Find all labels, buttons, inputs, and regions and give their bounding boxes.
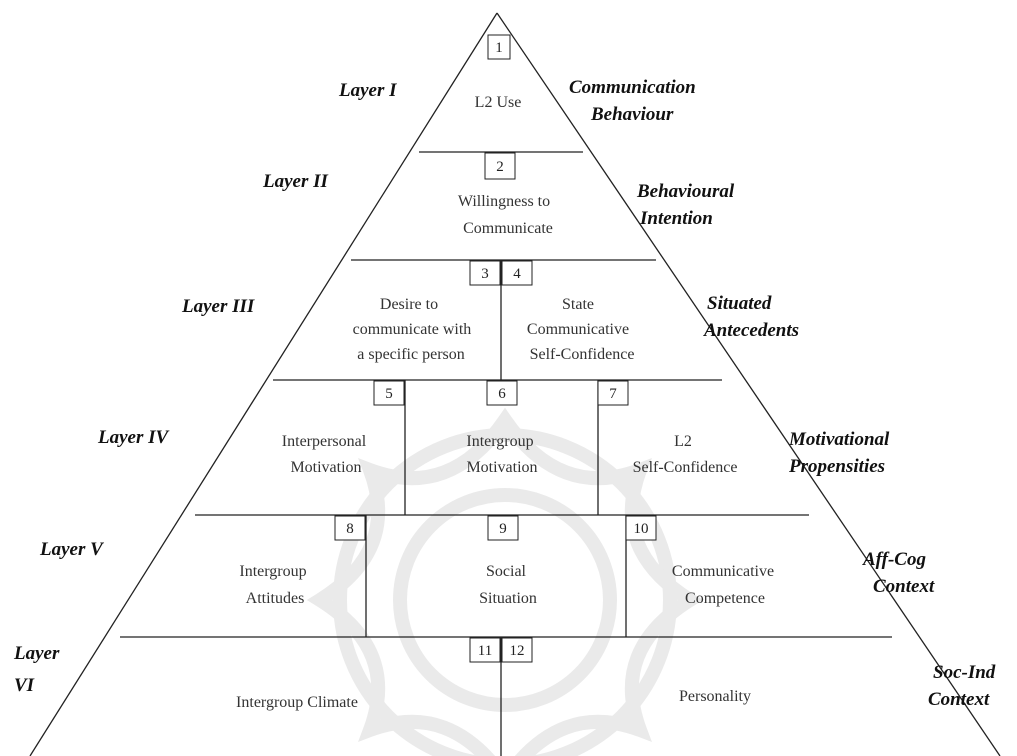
number-box-5: 5 — [373, 380, 405, 406]
category-label-2: Behavioural Intention — [636, 181, 739, 229]
number-3: 3 — [481, 266, 489, 282]
pyramid-right-edge — [496, 12, 1001, 756]
layer-label-3: Layer III — [181, 296, 255, 317]
category-label-1: Communication Behaviour — [569, 77, 700, 125]
number-12: 12 — [510, 643, 525, 659]
cell-intergroup-climate: Intergroup Climate — [236, 694, 358, 711]
number-box-9: 9 — [487, 515, 519, 541]
number-10: 10 — [634, 521, 649, 537]
number-box-7: 7 — [597, 380, 629, 406]
number-box-11: 11 — [469, 637, 501, 663]
cell-personality: Personality — [679, 688, 751, 705]
number-9: 9 — [499, 521, 507, 537]
number-7: 7 — [609, 386, 617, 402]
category-label-5: Aff-Cog Context — [862, 549, 935, 597]
cell-l2-self-confidence: L2 Self-Confidence — [633, 433, 738, 476]
category-label-3: Situated Antecedents — [703, 293, 799, 341]
number-box-3: 3 — [469, 260, 501, 286]
layer-label-6: Layer VI — [13, 643, 64, 696]
layer-label-1: Layer I — [338, 80, 397, 101]
cell-intergroup-motivation: Intergroup Motivation — [466, 433, 537, 476]
number-box-1: 1 — [487, 34, 511, 60]
cell-l2-use: L2 Use — [475, 94, 522, 111]
number-box-10: 10 — [625, 515, 657, 541]
cell-willingness-to-communicate: Willingness to Communicate — [458, 193, 554, 237]
number-box-12: 12 — [501, 637, 533, 663]
cell-state-communicative-self-confidence: State Communicative Self-Confidence — [527, 296, 635, 363]
watermark-ornament — [306, 407, 704, 756]
layer-label-4: Layer IV — [97, 427, 170, 448]
number-4: 4 — [513, 266, 521, 282]
number-box-8: 8 — [334, 515, 366, 541]
number-box-2: 2 — [484, 152, 516, 180]
pyramid-structure — [29, 12, 1001, 756]
cell-desire-to-communicate: Desire to communicate with a specific pe… — [353, 296, 476, 363]
number-6: 6 — [498, 386, 506, 402]
number-2: 2 — [496, 159, 504, 175]
layer-label-2: Layer II — [262, 171, 329, 192]
number-8: 8 — [346, 521, 354, 537]
number-1: 1 — [495, 40, 503, 56]
cell-social-situation: Social Situation — [479, 563, 537, 607]
cell-communicative-competence: Communicative Competence — [672, 563, 778, 607]
cell-interpersonal-motivation: Interpersonal Motivation — [282, 433, 370, 476]
number-5: 5 — [385, 386, 393, 402]
cell-intergroup-attitudes: Intergroup Attitudes — [239, 563, 310, 607]
category-label-4: Motivational Propensities — [788, 429, 894, 477]
number-box-4: 4 — [501, 260, 533, 286]
number-box-6: 6 — [486, 380, 518, 406]
number-11: 11 — [478, 643, 492, 659]
pyramid-left-edge — [29, 12, 498, 756]
layer-label-5: Layer V — [39, 539, 104, 560]
category-label-6: Soc-Ind Context — [928, 662, 1000, 710]
